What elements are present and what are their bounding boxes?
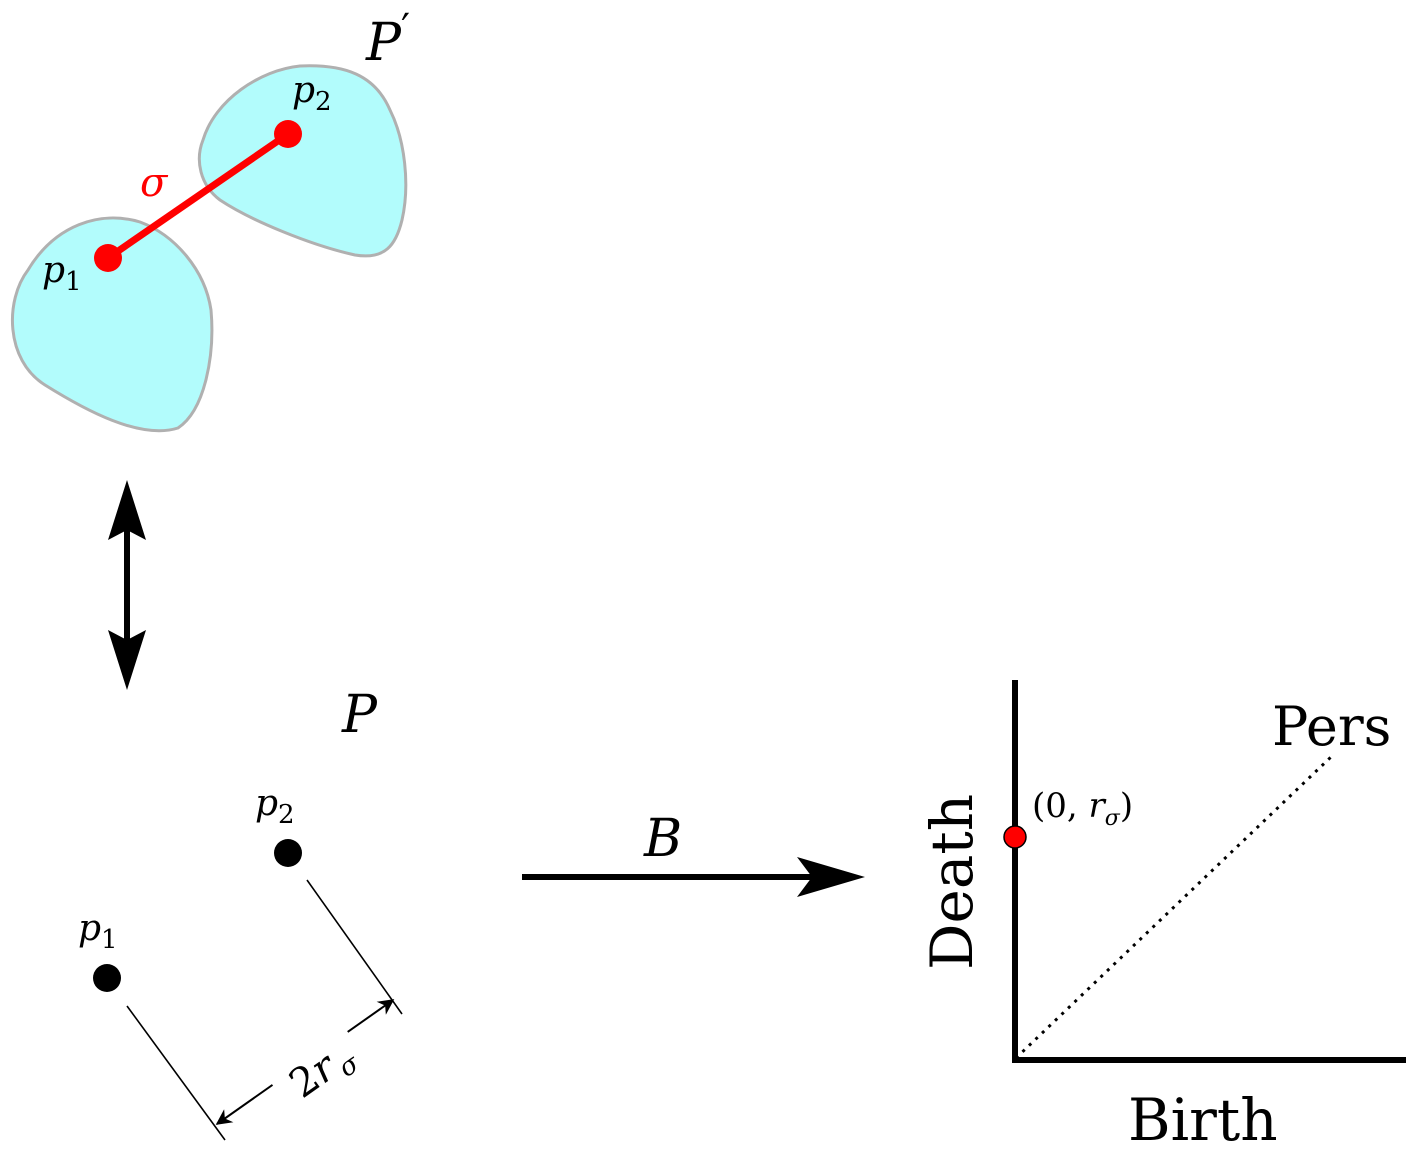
vertex-p1-top [94, 244, 122, 272]
edge-sigma [106, 131, 290, 261]
diagonal-line [1014, 754, 1334, 1060]
edge-label-sigma: σ [140, 160, 169, 206]
top-panel: σ p1 p2 P′ [11, 6, 410, 433]
label-space-p-prime: P′ [365, 6, 410, 73]
label-p2-bottom: p2 [255, 783, 295, 830]
point-p1-bottom [93, 964, 121, 992]
dimension-label-bg [264, 1021, 364, 1107]
label-space-p: P [341, 685, 378, 745]
blob-right [197, 64, 408, 258]
point-p2-bottom [274, 839, 302, 867]
correspondence-arrow [108, 480, 146, 690]
vertex-p2-top [274, 120, 302, 148]
bottom-panel: P p1 p2 2rσ [78, 685, 403, 1141]
blob-left [11, 216, 214, 433]
label-p2-top: p2 [292, 70, 332, 117]
extension-line-p2 [306, 879, 403, 1015]
map-label: B [643, 809, 682, 869]
map-arrow: B [522, 809, 865, 897]
diagram-point [1003, 825, 1027, 849]
extension-line-p1 [126, 1005, 226, 1141]
point-label: (0, rσ) [1032, 786, 1133, 831]
y-axis-label: Death [918, 794, 986, 970]
diagonal-label: Pers [1272, 695, 1391, 758]
persistence-diagram: (0, rσ) Pers Birth Death [918, 680, 1406, 1154]
label-p1-top: p1 [42, 250, 82, 297]
label-p1-bottom: p1 [78, 908, 118, 955]
x-axis-label: Birth [1128, 1086, 1278, 1154]
